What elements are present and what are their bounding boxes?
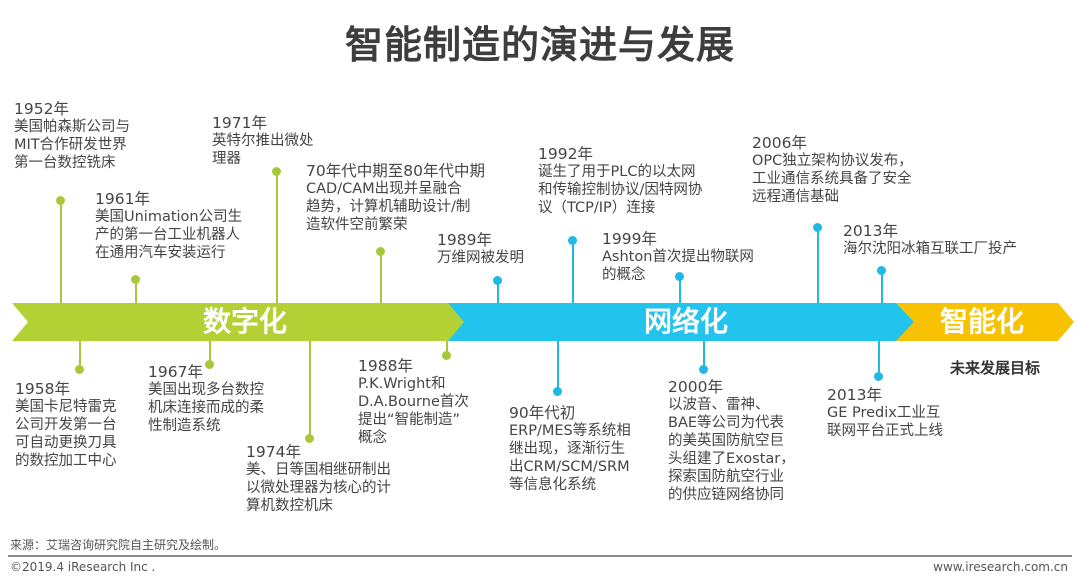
event-1967: 1967年 美国出现多台数控 机床连接而成的柔 性制造系统 — [148, 363, 264, 434]
event-1974: 1974年 美、日等国相继研制出 以微处理器为核心的计 算机数控机床 — [246, 443, 391, 514]
event-90s: 90年代初 ERP/MES等系统相 继出现，逐渐衍生 出CRM/SCM/SRM … — [509, 404, 631, 493]
connector-line — [572, 240, 574, 303]
event-2013-ge: 2013年 GE Predix工业互 联网平台正式上线 — [827, 386, 943, 439]
event-1992: 1992年 诞生了用于PLC的以太网 和传输控制协议/因特网协 议（TCP/IP… — [538, 145, 703, 216]
connector-line — [557, 341, 559, 391]
phase-label-smart: 智能化 — [940, 305, 1025, 338]
event-2013-haier: 2013年 海尔沈阳冰箱互联工厂投产 — [843, 222, 1017, 257]
timeline-dot — [493, 276, 502, 285]
event-1999: 1999年 Ashton首次提出物联网 的概念 — [602, 230, 754, 283]
timeline-dot — [553, 387, 562, 396]
footer-divider — [8, 555, 1072, 557]
phase-band-smart — [896, 303, 1074, 341]
phase-label-network: 网络化 — [644, 305, 729, 338]
future-goal-label: 未来发展目标 — [950, 359, 1041, 377]
connector-line — [135, 279, 137, 303]
timeline-dot — [442, 351, 451, 360]
timeline-dot — [813, 223, 822, 232]
timeline-dot — [877, 266, 886, 275]
timeline-dot — [675, 272, 684, 281]
connector-line — [878, 341, 880, 376]
phase-band-network — [448, 303, 914, 341]
timeline-dot — [699, 365, 708, 374]
event-1958: 1958年 美国卡尼特雷克 公司开发第一台 可自动更换刀具 的数控加工中心 — [15, 380, 117, 469]
connector-line — [881, 270, 883, 303]
connector-line — [309, 341, 311, 438]
timeline-dot — [56, 196, 65, 205]
timeline-dot — [75, 365, 84, 374]
copyright: ©2019.4 iResearch Inc . — [10, 560, 156, 574]
timeline-dot — [568, 236, 577, 245]
connector-line — [60, 200, 62, 303]
connector-line — [209, 341, 211, 364]
phase-label-digital: 数字化 — [203, 305, 288, 338]
timeline-dot — [874, 372, 883, 381]
event-2000: 2000年 以波音、雷神、 BAE等公司为代表 的美英国防航空巨 头组建了Exo… — [668, 378, 795, 503]
connector-line — [703, 341, 705, 369]
source-note: 来源：艾瑞咨询研究院自主研究及绘制。 — [10, 538, 227, 552]
connector-line — [679, 276, 681, 303]
timeline-dot — [205, 360, 214, 369]
connector-line — [497, 280, 499, 303]
connector-line — [380, 251, 382, 303]
phase-band-digital — [12, 303, 478, 341]
connector-line — [79, 341, 81, 369]
timeline-dot — [376, 247, 385, 256]
event-1989: 1989年 万维网被发明 — [437, 231, 524, 266]
website-link[interactable]: www.iresearch.com.cn — [933, 560, 1068, 574]
event-1971: 1971年 英特尔推出微处 理器 — [212, 114, 314, 167]
event-70s-80s: 70年代中期至80年代中期 CAD/CAM出现并呈融合 趋势，计算机辅助设计/制… — [306, 162, 485, 233]
event-2006: 2006年 OPC独立架构协议发布， 工业通信系统具备了安全 远程通信基础 — [752, 134, 913, 205]
event-1961: 1961年 美国Unimation公司生 产的第一台工业机器人 在通用汽车安装运… — [95, 190, 243, 261]
connector-line — [446, 341, 448, 355]
page-title: 智能制造的演进与发展 — [344, 23, 735, 67]
event-1952: 1952年 美国帕森斯公司与 MIT合作研发世界 第一台数控铣床 — [14, 100, 130, 171]
timeline-dot — [272, 167, 281, 176]
connector-line — [817, 227, 819, 303]
event-1988: 1988年 P.K.Wright和 D.A.Bourne首次 提出“智能制造” … — [358, 357, 469, 446]
timeline-dot — [305, 434, 314, 443]
timeline-arrow-bands — [12, 303, 1074, 341]
connector-line — [276, 171, 278, 303]
timeline-dot — [131, 275, 140, 284]
